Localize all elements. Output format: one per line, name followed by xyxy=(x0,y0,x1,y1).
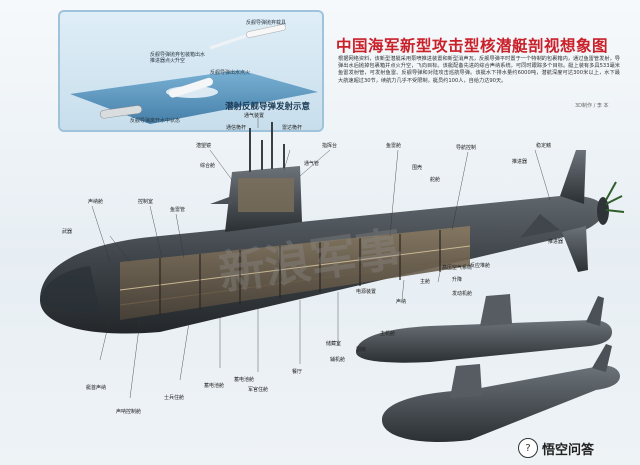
callout-label: 士兵住舱 xyxy=(164,395,185,401)
submarine-view-3 xyxy=(382,365,620,442)
submarine-2-sail xyxy=(480,294,512,326)
callout-label: 主舱 xyxy=(420,279,431,285)
sail-plane xyxy=(210,196,232,204)
callout-label: 辅机舱 xyxy=(330,357,346,363)
propeller-blades xyxy=(605,181,625,213)
brand-name: 悟空问答 xyxy=(542,442,595,458)
callout-label: 储藏室 xyxy=(326,341,342,347)
callout-label: 稳定鳍 xyxy=(536,143,552,149)
submarine-view-2 xyxy=(356,320,612,363)
masts xyxy=(249,122,285,172)
callout-label: 餐厅 xyxy=(292,369,303,375)
callout-label: 指挥台 xyxy=(322,143,338,149)
deck-line xyxy=(119,245,471,291)
inset-illustration xyxy=(70,24,318,124)
upper-rudder xyxy=(560,150,586,204)
callout-label: 潜望镜 xyxy=(196,143,212,149)
callout-label: 鱼雷舱 xyxy=(386,143,402,149)
callout-label: 雷达桅杆 xyxy=(282,125,303,131)
inset-label-1: 反舰导弹抛弃载具 xyxy=(246,20,287,26)
tower-interior xyxy=(238,178,294,212)
lower-rudder xyxy=(562,226,588,272)
callout-label: 反应堆舱 xyxy=(470,263,491,269)
description-text: 根据网络资料，该新型潜艇采用泵喷推进装置和新型消声瓦，反舰导弹平时置于一个特制的… xyxy=(338,56,620,84)
callout-leader-lines xyxy=(91,118,551,399)
submarine-3-sail xyxy=(450,364,482,398)
callout-label: 发动机舱 xyxy=(452,291,473,297)
inset-title: 潜射反舰导弹发射示意 xyxy=(225,102,311,112)
stern-plane xyxy=(520,214,560,238)
callout-label: 高压空气系统 xyxy=(442,265,473,271)
callout-label: 通信桅杆 xyxy=(226,125,247,131)
page-title: 中国海军新型攻击型核潜艇剖视想象图 xyxy=(336,37,609,55)
submarine-3-rudder xyxy=(592,344,612,372)
callout-label: 蓄电池舱 xyxy=(204,383,225,389)
callout-label: 声纳舱 xyxy=(88,199,104,205)
callout-label: 厨房 xyxy=(356,347,367,353)
callout-label: 升降 xyxy=(452,277,463,283)
missile-trail xyxy=(209,34,247,50)
missile-launch-inset: 反舰导弹抛弃载具 反舰导弹抛弃包装箱出水 推进器点火升空 反舰导弹出水点火 反舰… xyxy=(58,10,324,132)
hull-frames xyxy=(159,230,441,315)
callout-label: 推进器 xyxy=(512,159,528,165)
submarine-2-rudder xyxy=(586,296,604,326)
callout-label: 综合舱 xyxy=(200,163,216,169)
callout-label: 声呐控制舱 xyxy=(116,409,142,415)
bow-sonar-dome xyxy=(40,266,100,313)
question-icon: ? xyxy=(518,438,538,458)
credit-text: 3D制作 / 李 本 xyxy=(575,103,609,109)
callout-label: 电源装置 xyxy=(356,289,377,295)
inset-label-3: 反舰导弹出水点火 xyxy=(210,70,251,76)
callout-label: 鱼雷管 xyxy=(170,207,186,213)
inset-label-2: 反舰导弹抛弃包装箱出水 推进器点火升空 xyxy=(150,52,206,64)
callout-label: 声纳 xyxy=(396,299,407,305)
callout-label: 通气装置 xyxy=(244,113,265,119)
missile-breaching xyxy=(168,77,214,98)
callout-label: 舵舱 xyxy=(430,177,441,183)
brand-logo: ? 悟空问答 xyxy=(518,438,594,458)
callout-label: 武器 xyxy=(62,229,73,235)
inset-label-4: 反舰导弹离开水中状态 xyxy=(130,118,181,124)
callout-label: 主机舱 xyxy=(380,331,396,337)
callout-label: 围壳 xyxy=(412,165,423,171)
missile-capsule xyxy=(99,105,143,119)
hull-interior xyxy=(120,226,470,320)
deck-line xyxy=(119,257,471,306)
callout-label: 控制室 xyxy=(138,199,154,205)
callout-label: 艇首声纳 xyxy=(86,385,107,391)
callout-label: 通气管 xyxy=(304,161,320,167)
callout-label: 导航控制 xyxy=(456,145,477,151)
callout-label: 军官住舱 xyxy=(248,387,269,393)
callout-label: 推进器 xyxy=(548,239,564,245)
callout-label: 蓄电池舱 xyxy=(234,377,255,383)
missile-flying xyxy=(246,24,286,38)
